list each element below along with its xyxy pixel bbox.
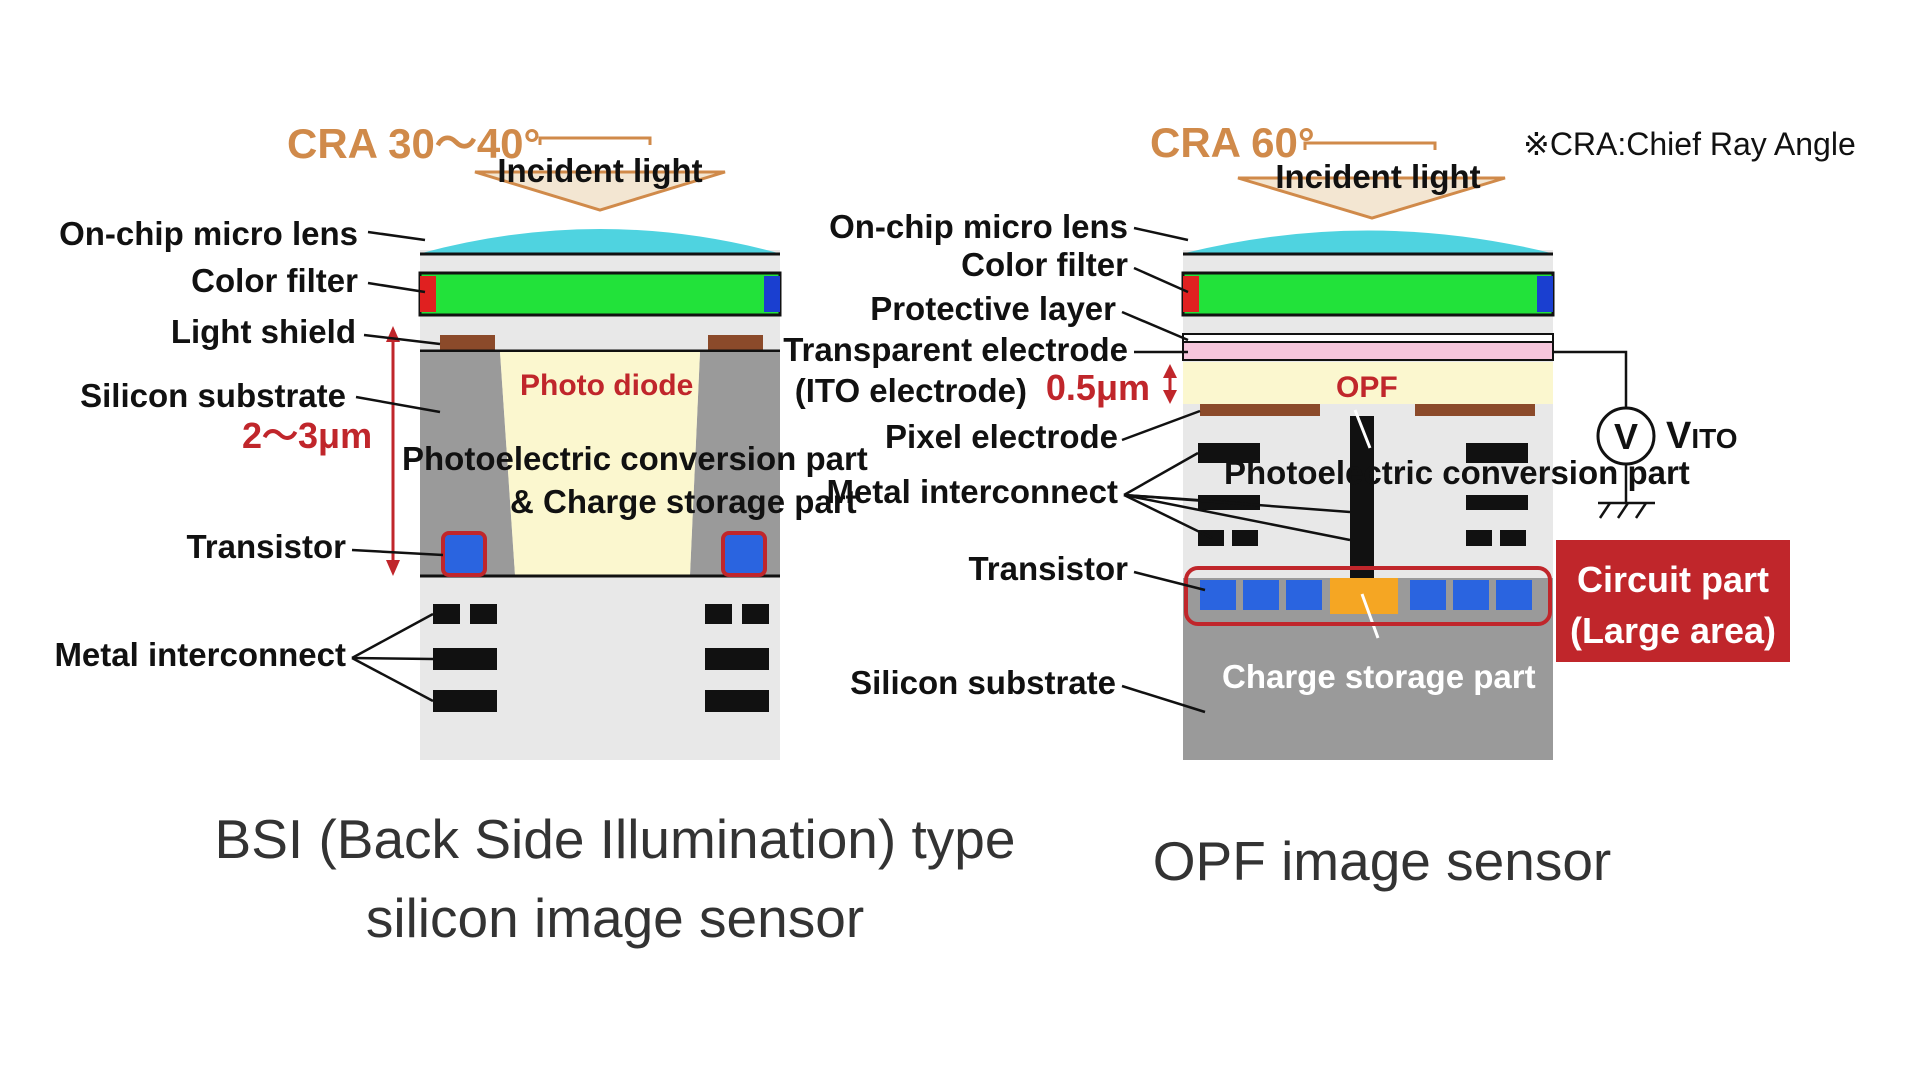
opf-protective-layer xyxy=(1182,333,1554,343)
bsi-color-filter-label: Color filter xyxy=(191,262,358,299)
opf-leader-lines xyxy=(1121,226,1351,714)
bsi-caption-line2: silicon image sensor xyxy=(366,887,864,949)
opf-transparent-electrode xyxy=(1182,341,1554,361)
opf-incident-arrowhead xyxy=(1237,176,1506,220)
opf-pixel-electrode-label: Pixel electrode xyxy=(885,418,1118,455)
opf-transparent-label: Transparent electrode xyxy=(783,331,1128,368)
bsi-cra-label: CRA 30～40° xyxy=(287,120,540,167)
opf-transistor-label: Transistor xyxy=(968,550,1128,587)
opf-color-filter xyxy=(1181,271,1555,317)
vito-symbol: VITO xyxy=(1666,415,1738,457)
opf-caption: OPF image sensor xyxy=(1153,830,1612,892)
circuit-part-label-1: Circuit part xyxy=(1577,559,1769,600)
opf-pixel-electrode-right xyxy=(1415,404,1535,416)
opf-layer xyxy=(1183,362,1553,404)
bsi-thickness-label: 2～3μm xyxy=(242,415,372,456)
opf-substrate-label: Silicon substrate xyxy=(850,664,1116,701)
voltmeter-symbol: V xyxy=(1614,416,1638,457)
bsi-transistor-label: Transistor xyxy=(186,528,346,565)
bsi-substrate-left xyxy=(420,352,515,575)
circuit-part-box xyxy=(1556,540,1790,662)
bsi-incident-arrow xyxy=(538,136,652,145)
bsi-metal-interconnect xyxy=(433,604,769,712)
bsi-micro-lens-label: On-chip micro lens xyxy=(59,215,358,252)
bsi-substrate-right xyxy=(690,352,780,575)
opf-micro-lens xyxy=(1185,230,1551,253)
bsi-photodiode xyxy=(500,352,700,575)
bsi-transistor-left xyxy=(441,531,487,577)
bsi-incident-arrowhead xyxy=(474,170,726,212)
opf-silicon-substrate xyxy=(1183,610,1553,760)
bsi-light-shield-left xyxy=(440,335,495,351)
opf-incident-arrow xyxy=(1303,141,1437,150)
bsi-conversion-label-2: & Charge storage part xyxy=(510,483,857,520)
bsi-micro-lens xyxy=(422,229,778,253)
opf-metal-label: Metal interconnect xyxy=(826,473,1118,510)
opf-thickness-label: 0.5μm xyxy=(1046,367,1150,408)
opf-circuit-outline xyxy=(1184,566,1552,626)
opf-protective-label: Protective layer xyxy=(870,290,1116,327)
opf-cra-label: CRA 60° xyxy=(1150,119,1315,166)
bsi-transistor-right xyxy=(721,531,767,577)
bsi-substrate-label: Silicon substrate xyxy=(80,377,346,414)
bsi-leader-lines xyxy=(351,230,444,703)
opf-diagram: CRA 60° ※CRA:Chief Ray Angle Incident li… xyxy=(783,119,1856,892)
bsi-diagram: CRA 30～40° Incident light xyxy=(54,120,1015,949)
opf-incident-light: Incident light xyxy=(1275,158,1480,195)
opf-cra-note: ※CRA:Chief Ray Angle xyxy=(1523,126,1856,162)
opf-pixel-electrode-left xyxy=(1200,404,1320,416)
opf-layer-label: OPF xyxy=(1336,371,1398,404)
bsi-photo-diode-label: Photo diode xyxy=(520,369,693,402)
opf-via xyxy=(1350,416,1374,578)
bsi-light-shield-right xyxy=(708,335,763,351)
opf-vito-circuit: V VITO xyxy=(1553,350,1738,519)
bsi-caption-line1: BSI (Back Side Illumination) type xyxy=(215,808,1016,870)
bsi-incident-light: Incident light xyxy=(497,152,702,189)
bsi-metal-label: Metal interconnect xyxy=(54,636,346,673)
opf-transistors xyxy=(1200,580,1532,610)
bsi-color-filter xyxy=(418,271,782,317)
opf-charge-storage-label: Charge storage part xyxy=(1222,658,1536,695)
circuit-part-label-2: (Large area) xyxy=(1570,610,1776,651)
bsi-conversion-label-1: Photoelectric conversion part xyxy=(402,440,868,477)
bsi-light-shield-label: Light shield xyxy=(171,313,356,350)
opf-micro-lens-label: On-chip micro lens xyxy=(829,208,1128,245)
opf-ito-label: (ITO electrode) xyxy=(795,372,1027,409)
opf-thickness-arrow xyxy=(1163,364,1177,404)
opf-color-filter-label: Color filter xyxy=(961,246,1128,283)
